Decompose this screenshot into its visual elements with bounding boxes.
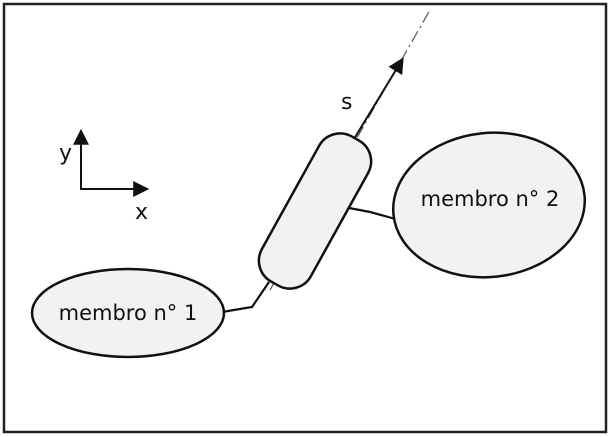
member-2: membro n° 2 — [391, 131, 587, 279]
s-axis-label: s — [341, 90, 352, 115]
member-1-body — [30, 267, 226, 359]
member-2-label: membro n° 2 — [421, 187, 560, 211]
x-axis-label: x — [135, 200, 148, 225]
member-1: membro n° 1 — [30, 267, 226, 359]
y-axis-label: y — [59, 141, 72, 166]
member-2-body — [391, 131, 587, 279]
prismatic-joint — [257, 132, 373, 290]
reference-axes: y x — [59, 128, 150, 225]
member-1-label: membro n° 1 — [59, 301, 198, 325]
link-member-1 — [221, 281, 270, 314]
link-member-2 — [343, 205, 400, 222]
